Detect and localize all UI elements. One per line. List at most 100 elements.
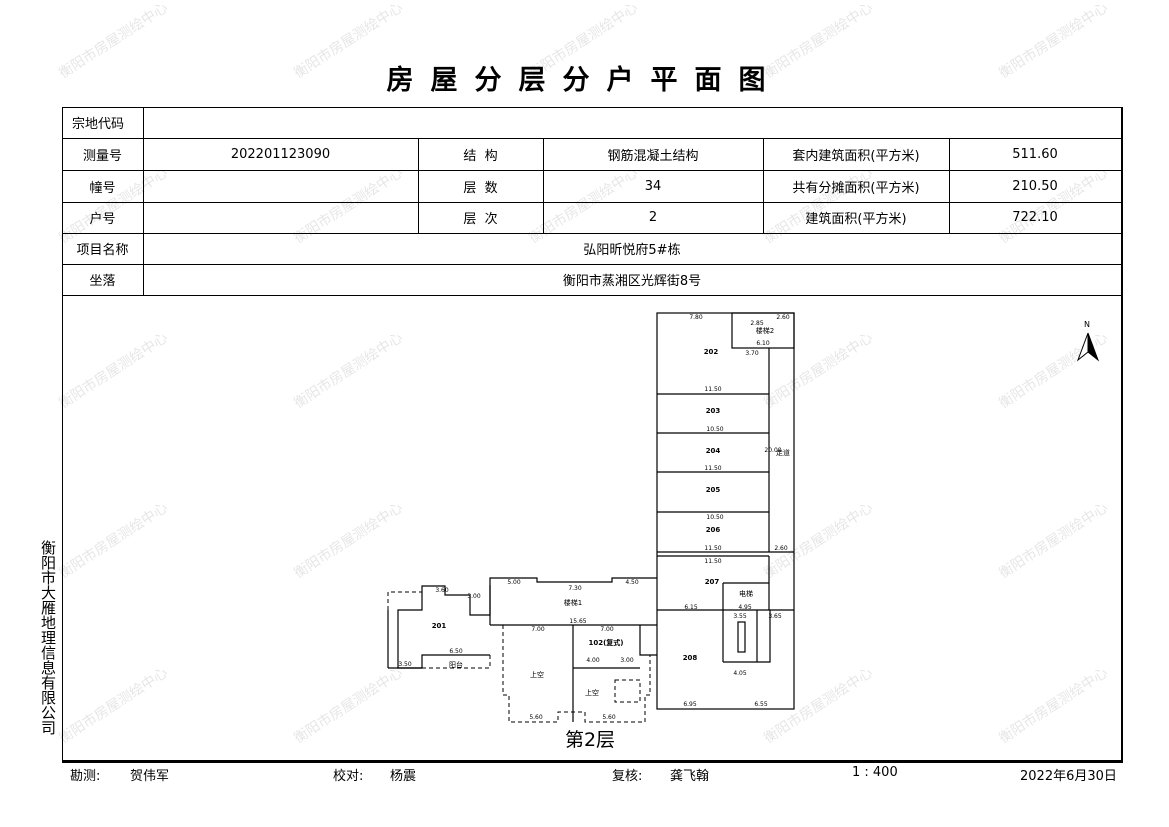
dimension: 3.50	[398, 661, 412, 668]
area-label: 走道	[776, 448, 790, 457]
dimension: 7.00	[600, 626, 614, 633]
divider	[62, 264, 1121, 265]
dimension: 6.10	[756, 340, 770, 347]
dimension: 11.50	[704, 386, 721, 393]
checker-name: 杨震	[390, 769, 417, 784]
location-value: 衡阳市蒸湘区光辉街8号	[562, 274, 702, 289]
dimension: 15.65	[569, 618, 586, 625]
shared-area-value: 210.50	[1012, 178, 1058, 194]
inner-area-label: 套内建筑面积(平方米)	[792, 148, 920, 164]
dimension: 7.00	[531, 626, 545, 633]
dimension: 5.60	[529, 714, 543, 721]
dimension: 10.50	[706, 514, 723, 521]
balcony-outline	[422, 655, 491, 669]
company-name: 衡阳市大雁地理信息有限公司	[39, 540, 57, 735]
inner-area-value: 511.60	[1012, 146, 1058, 162]
tower-outline	[656, 312, 795, 710]
dashed-box	[614, 679, 641, 703]
wall	[723, 610, 771, 663]
stair1-outline	[489, 577, 657, 625]
dimension: 6.95	[683, 701, 697, 708]
dimension: 7.30	[568, 585, 582, 592]
room-label: 102(复式)	[588, 638, 623, 647]
dimension: 6.50	[449, 648, 463, 655]
structure-label: 结 构	[463, 148, 498, 164]
dimension: 2.60	[776, 314, 790, 321]
parcel-code-label: 宗地代码	[71, 117, 124, 132]
survey-no-value: 202201123090	[230, 146, 331, 162]
area-label: 上空	[585, 688, 599, 697]
dimension: 11.50	[704, 558, 721, 565]
date: 2022年6月30日	[1020, 769, 1117, 784]
floor-caption: 第2层	[565, 729, 615, 751]
wall	[639, 625, 657, 656]
dimension: 11.50	[704, 545, 721, 552]
plan-dashed	[387, 556, 795, 723]
dimension: 7.80	[689, 314, 703, 321]
checker-label: 校对:	[333, 769, 364, 784]
dimension: 3.70	[745, 350, 759, 357]
room-label: 208	[683, 654, 698, 662]
dimension: 6.55	[754, 701, 768, 708]
dimension: 3.60	[435, 587, 449, 594]
divider	[62, 138, 1121, 139]
north-arrow-icon: N	[1076, 320, 1100, 362]
project-label: 项目名称	[76, 243, 129, 258]
divider	[763, 138, 764, 233]
dimension: 3.00	[620, 657, 634, 664]
dimension: 2.60	[774, 545, 788, 552]
balcony-outline	[387, 591, 422, 610]
floor-level-value: 2	[648, 210, 658, 225]
dimension: 3.55	[733, 613, 747, 620]
area-label: 楼梯1	[564, 598, 582, 607]
dimension: 4.50	[625, 579, 639, 586]
room-label: 205	[706, 486, 721, 494]
dimension: 4.00	[586, 657, 600, 664]
area-label: 电梯	[739, 589, 753, 598]
surveyor-label: 勘测:	[70, 769, 101, 784]
room-label: 207	[705, 578, 720, 586]
dimension: 6.15	[684, 604, 698, 611]
area-label: 阳台	[449, 660, 463, 669]
survey-no-label: 测量号	[82, 148, 122, 164]
divider	[62, 295, 1121, 296]
plan-walls	[387, 312, 795, 722]
floor-level-label: 层 次	[463, 212, 498, 227]
reviewer-name: 龚飞翰	[670, 769, 710, 784]
building-no-label: 幢号	[89, 180, 116, 196]
room-label: 206	[706, 526, 721, 534]
dimension: 4.95	[738, 604, 752, 611]
divider	[418, 138, 419, 233]
room-label: 201	[432, 622, 447, 630]
unit-no-label: 户号	[89, 212, 116, 227]
project-value: 弘阳昕悦府5#栋	[583, 243, 681, 258]
building-area-label: 建筑面积(平方米)	[805, 212, 907, 227]
room-label: 203	[706, 407, 721, 415]
dimension: 3.00	[467, 593, 481, 600]
floors-label: 层 数	[463, 180, 498, 196]
room-labels: 202 203 204 205 206 207 208 201 102(复式)	[432, 348, 721, 662]
room-label: 202	[704, 348, 719, 356]
scale: 1 : 400	[852, 765, 898, 780]
dimension: 10.50	[706, 426, 723, 433]
floors-value: 34	[644, 178, 662, 194]
main-frame	[62, 107, 1123, 763]
elevator-shaft	[737, 621, 746, 653]
dimension: 20.00	[764, 447, 781, 454]
divider	[62, 233, 1121, 234]
divider	[143, 107, 144, 295]
page-title: 房屋分层分户平面图	[386, 65, 783, 96]
north-label: N	[1084, 320, 1090, 329]
divider	[949, 138, 950, 233]
dimension: 3.65	[768, 613, 782, 620]
dimension: 4.05	[733, 670, 747, 677]
room-label: 204	[706, 447, 721, 455]
dimension: 5.00	[507, 579, 521, 586]
structure-value: 钢筋混凝土结构	[607, 148, 699, 164]
dimension-labels: 7.80 2.85 2.60 6.10 3.70 11.50 10.50 11.…	[398, 314, 790, 721]
area-label: 上空	[530, 670, 544, 679]
location-label: 坐落	[89, 274, 116, 289]
reviewer-label: 复核:	[612, 769, 643, 784]
